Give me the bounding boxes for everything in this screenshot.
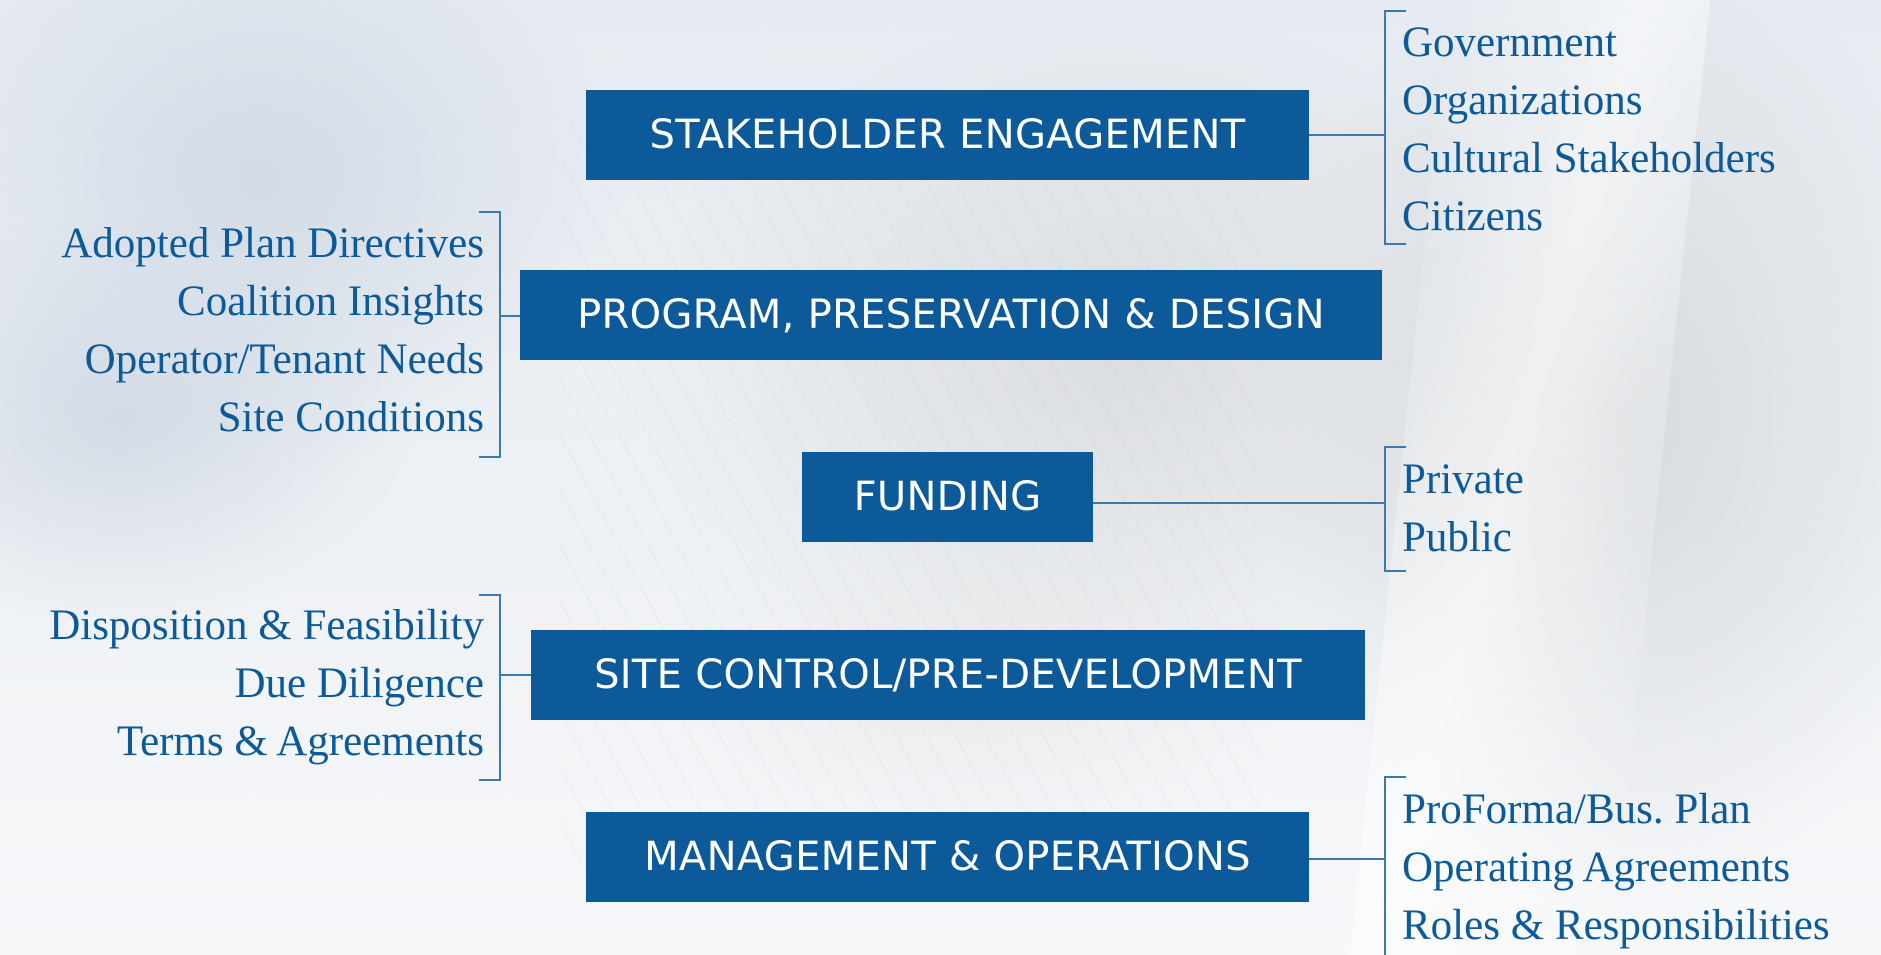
connector-management-h xyxy=(1309,858,1384,860)
program-preservation-design-box: PROGRAM, PRESERVATION & DESIGN xyxy=(520,270,1382,360)
bracket-program-top xyxy=(479,211,501,213)
list-item: Operating Agreements xyxy=(1402,844,1791,891)
connector-stakeholder-h xyxy=(1309,134,1384,136)
bracket-site-control-top xyxy=(479,594,501,596)
bracket-management-top xyxy=(1384,776,1406,778)
bracket-site-control-bottom xyxy=(479,779,501,781)
bracket-management-v xyxy=(1384,776,1386,955)
stakeholder-engagement-items: Government Organizations Cultural Stakeh… xyxy=(1402,14,1776,246)
bracket-stakeholder-top xyxy=(1384,10,1406,12)
bracket-funding-top xyxy=(1384,446,1406,448)
connector-funding-h xyxy=(1093,502,1384,504)
list-item: ProForma/Bus. Plan xyxy=(1402,786,1751,833)
funding-items: Private Public xyxy=(1402,451,1524,567)
bracket-funding-bottom xyxy=(1384,570,1406,572)
bracket-stakeholder-v xyxy=(1384,10,1386,245)
management-operations-items: ProForma/Bus. Plan Operating Agreements … xyxy=(1402,781,1830,955)
list-item: Adopted Plan Directives xyxy=(61,220,484,267)
site-control-box: SITE CONTROL/PRE-DEVELOPMENT xyxy=(531,630,1365,720)
program-preservation-design-items: Adopted Plan Directives Coalition Insigh… xyxy=(61,215,484,447)
bracket-funding-v xyxy=(1384,446,1386,572)
bracket-program-bottom xyxy=(479,456,501,458)
list-item: Private xyxy=(1402,456,1524,503)
connector-site-control-h xyxy=(501,674,531,676)
connector-program-h xyxy=(501,315,520,317)
bracket-site-control-v xyxy=(499,594,501,781)
list-item: Roles & Responsibilities xyxy=(1402,902,1830,949)
bracket-stakeholder-bottom xyxy=(1384,243,1406,245)
list-item: Disposition & Feasibility xyxy=(49,602,484,649)
list-item: Cultural Stakeholders xyxy=(1402,135,1776,182)
management-operations-box: MANAGEMENT & OPERATIONS xyxy=(586,812,1309,902)
stakeholder-engagement-box: STAKEHOLDER ENGAGEMENT xyxy=(586,90,1309,180)
list-item: Citizens xyxy=(1402,193,1543,240)
list-item: Public xyxy=(1402,514,1512,561)
funding-box: FUNDING xyxy=(802,452,1093,542)
site-control-items: Disposition & Feasibility Due Diligence … xyxy=(49,597,484,771)
list-item: Government xyxy=(1402,19,1617,66)
list-item: Organizations xyxy=(1402,77,1643,124)
list-item: Coalition Insights xyxy=(177,278,484,325)
list-item: Terms & Agreements xyxy=(116,718,484,765)
bracket-program-v xyxy=(499,211,501,458)
list-item: Due Diligence xyxy=(234,660,484,707)
list-item: Operator/Tenant Needs xyxy=(84,336,484,383)
list-item: Site Conditions xyxy=(217,394,484,441)
